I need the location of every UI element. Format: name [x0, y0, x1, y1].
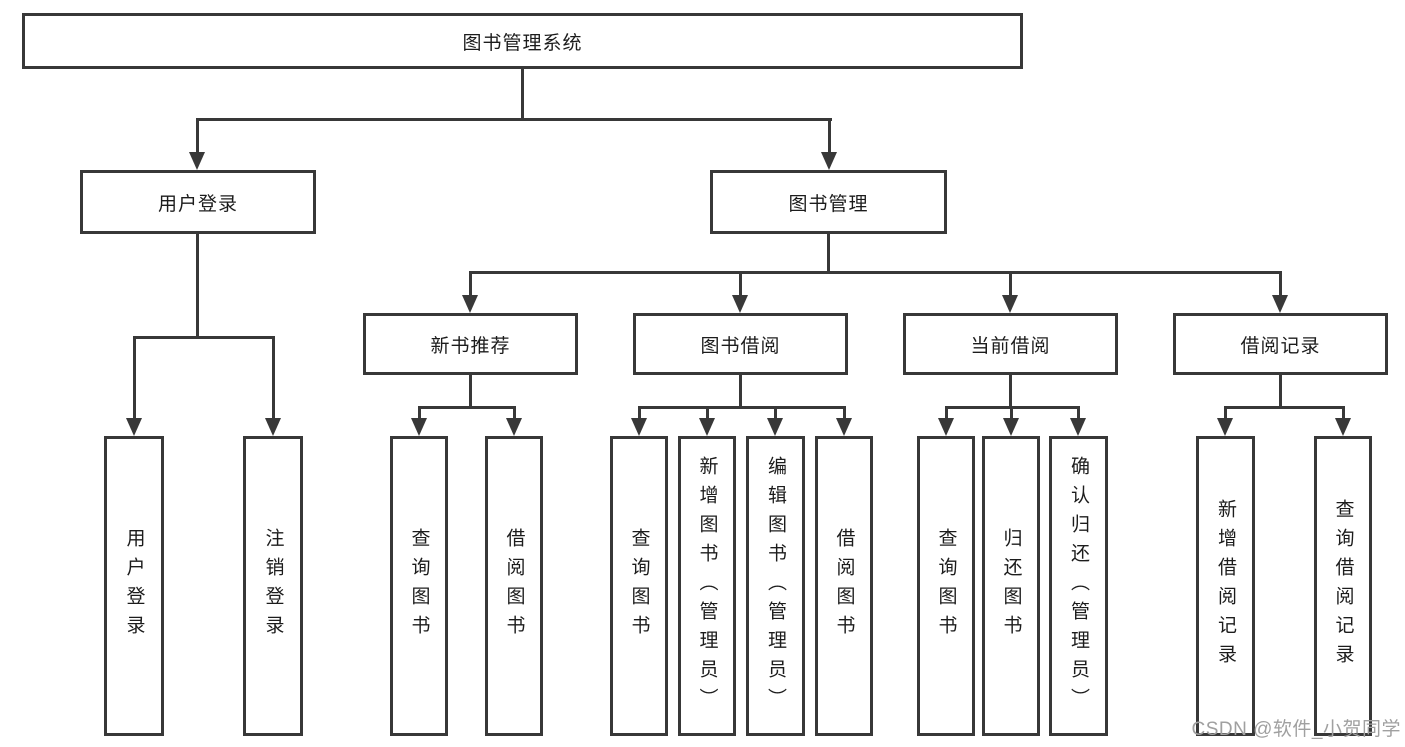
arrowhead-icon	[462, 295, 478, 313]
line-segment	[469, 375, 472, 409]
line-segment	[521, 69, 524, 120]
node-label: 图书借阅	[700, 335, 781, 357]
node-label: 查询图书	[408, 528, 430, 644]
arrowhead-icon	[506, 418, 522, 436]
line-segment	[945, 406, 948, 419]
leaf-add-borrow-record: 新增借阅记录	[1196, 436, 1255, 736]
node-label: 用户登录	[123, 528, 145, 644]
line-segment	[1010, 406, 1013, 419]
arrowhead-icon	[938, 418, 954, 436]
arrowhead-icon	[1003, 418, 1019, 436]
node-label: 借阅图书	[833, 528, 855, 644]
csdn-watermark: CSDN @软件_小贺同学	[1191, 719, 1401, 740]
arrowhead-icon	[411, 418, 427, 436]
arrowhead-icon	[699, 418, 715, 436]
line-segment	[739, 271, 742, 297]
leaf-query-books-borrowing: 查询图书	[610, 436, 668, 736]
arrowhead-icon	[126, 418, 142, 436]
leaf-query-borrow-record: 查询借阅记录	[1314, 436, 1372, 736]
line-segment	[739, 375, 742, 409]
leaf-user-login: 用户登录	[104, 436, 164, 736]
line-segment	[418, 406, 421, 419]
node-borrowing-records: 借阅记录	[1173, 313, 1388, 375]
node-label: 图书管理	[788, 193, 869, 215]
node-label: 编辑图书（管理员）	[765, 455, 786, 717]
line-segment	[1009, 271, 1012, 297]
line-segment	[196, 118, 199, 154]
line-segment	[843, 406, 846, 419]
node-label: 新增借阅记录	[1215, 499, 1236, 673]
node-book-borrowing: 图书借阅	[633, 313, 848, 375]
node-label: 图书管理系统	[462, 32, 583, 54]
arrowhead-icon	[1002, 295, 1018, 313]
arrowhead-icon	[1217, 418, 1233, 436]
leaf-add-books-admin: 新增图书（管理员）	[678, 436, 736, 736]
line-segment	[1009, 375, 1012, 409]
node-label: 查询借阅记录	[1332, 499, 1354, 673]
leaf-borrow-books-recommend: 借阅图书	[485, 436, 543, 736]
leaf-edit-books-admin: 编辑图书（管理员）	[746, 436, 805, 736]
node-library-management-system: 图书管理系统	[22, 13, 1023, 69]
line-segment	[828, 118, 831, 154]
node-label: 注销登录	[262, 528, 284, 644]
arrowhead-icon	[631, 418, 647, 436]
arrowhead-icon	[1070, 418, 1086, 436]
leaf-logout: 注销登录	[243, 436, 303, 736]
line-segment	[1342, 406, 1345, 419]
line-segment	[1279, 271, 1282, 297]
node-label: 归还图书	[1000, 528, 1022, 644]
arrowhead-icon	[189, 152, 205, 170]
line-segment	[1077, 406, 1080, 419]
node-label: 借阅记录	[1240, 335, 1321, 357]
node-current-borrowing: 当前借阅	[903, 313, 1118, 375]
arrowhead-icon	[1272, 295, 1288, 313]
leaf-query-books-recommend: 查询图书	[390, 436, 448, 736]
leaf-confirm-return-admin: 确认归还（管理员）	[1049, 436, 1108, 736]
arrowhead-icon	[732, 295, 748, 313]
line-segment	[1224, 406, 1227, 419]
arrowhead-icon	[1335, 418, 1351, 436]
line-segment	[469, 271, 1282, 274]
node-label: 确认归还（管理员）	[1068, 455, 1089, 717]
line-segment	[638, 406, 846, 409]
arrowhead-icon	[265, 418, 281, 436]
line-segment	[196, 118, 832, 121]
node-label: 当前借阅	[970, 335, 1051, 357]
line-segment	[706, 406, 709, 419]
line-segment	[774, 406, 777, 419]
line-segment	[133, 336, 275, 339]
node-user-login: 用户登录	[80, 170, 316, 234]
line-segment	[638, 406, 641, 419]
line-segment	[827, 234, 830, 274]
node-label: 借阅图书	[503, 528, 525, 644]
line-segment	[469, 271, 472, 297]
node-label: 用户登录	[157, 193, 238, 215]
arrowhead-icon	[821, 152, 837, 170]
node-label: 新书推荐	[430, 335, 511, 357]
node-label: 新增图书（管理员）	[696, 455, 718, 717]
line-segment	[272, 336, 275, 419]
line-segment	[1279, 375, 1282, 409]
leaf-query-books-current: 查询图书	[917, 436, 975, 736]
line-segment	[513, 406, 516, 419]
node-book-management: 图书管理	[710, 170, 947, 234]
line-segment	[196, 234, 199, 338]
node-new-book-recommend: 新书推荐	[363, 313, 578, 375]
leaf-return-books: 归还图书	[982, 436, 1040, 736]
node-label: 查询图书	[628, 528, 650, 644]
line-segment	[418, 406, 516, 409]
line-segment	[133, 336, 136, 419]
node-label: 查询图书	[935, 528, 957, 644]
arrowhead-icon	[767, 418, 783, 436]
line-segment	[1224, 406, 1345, 409]
arrowhead-icon	[836, 418, 852, 436]
leaf-borrow-books-borrowing: 借阅图书	[815, 436, 873, 736]
